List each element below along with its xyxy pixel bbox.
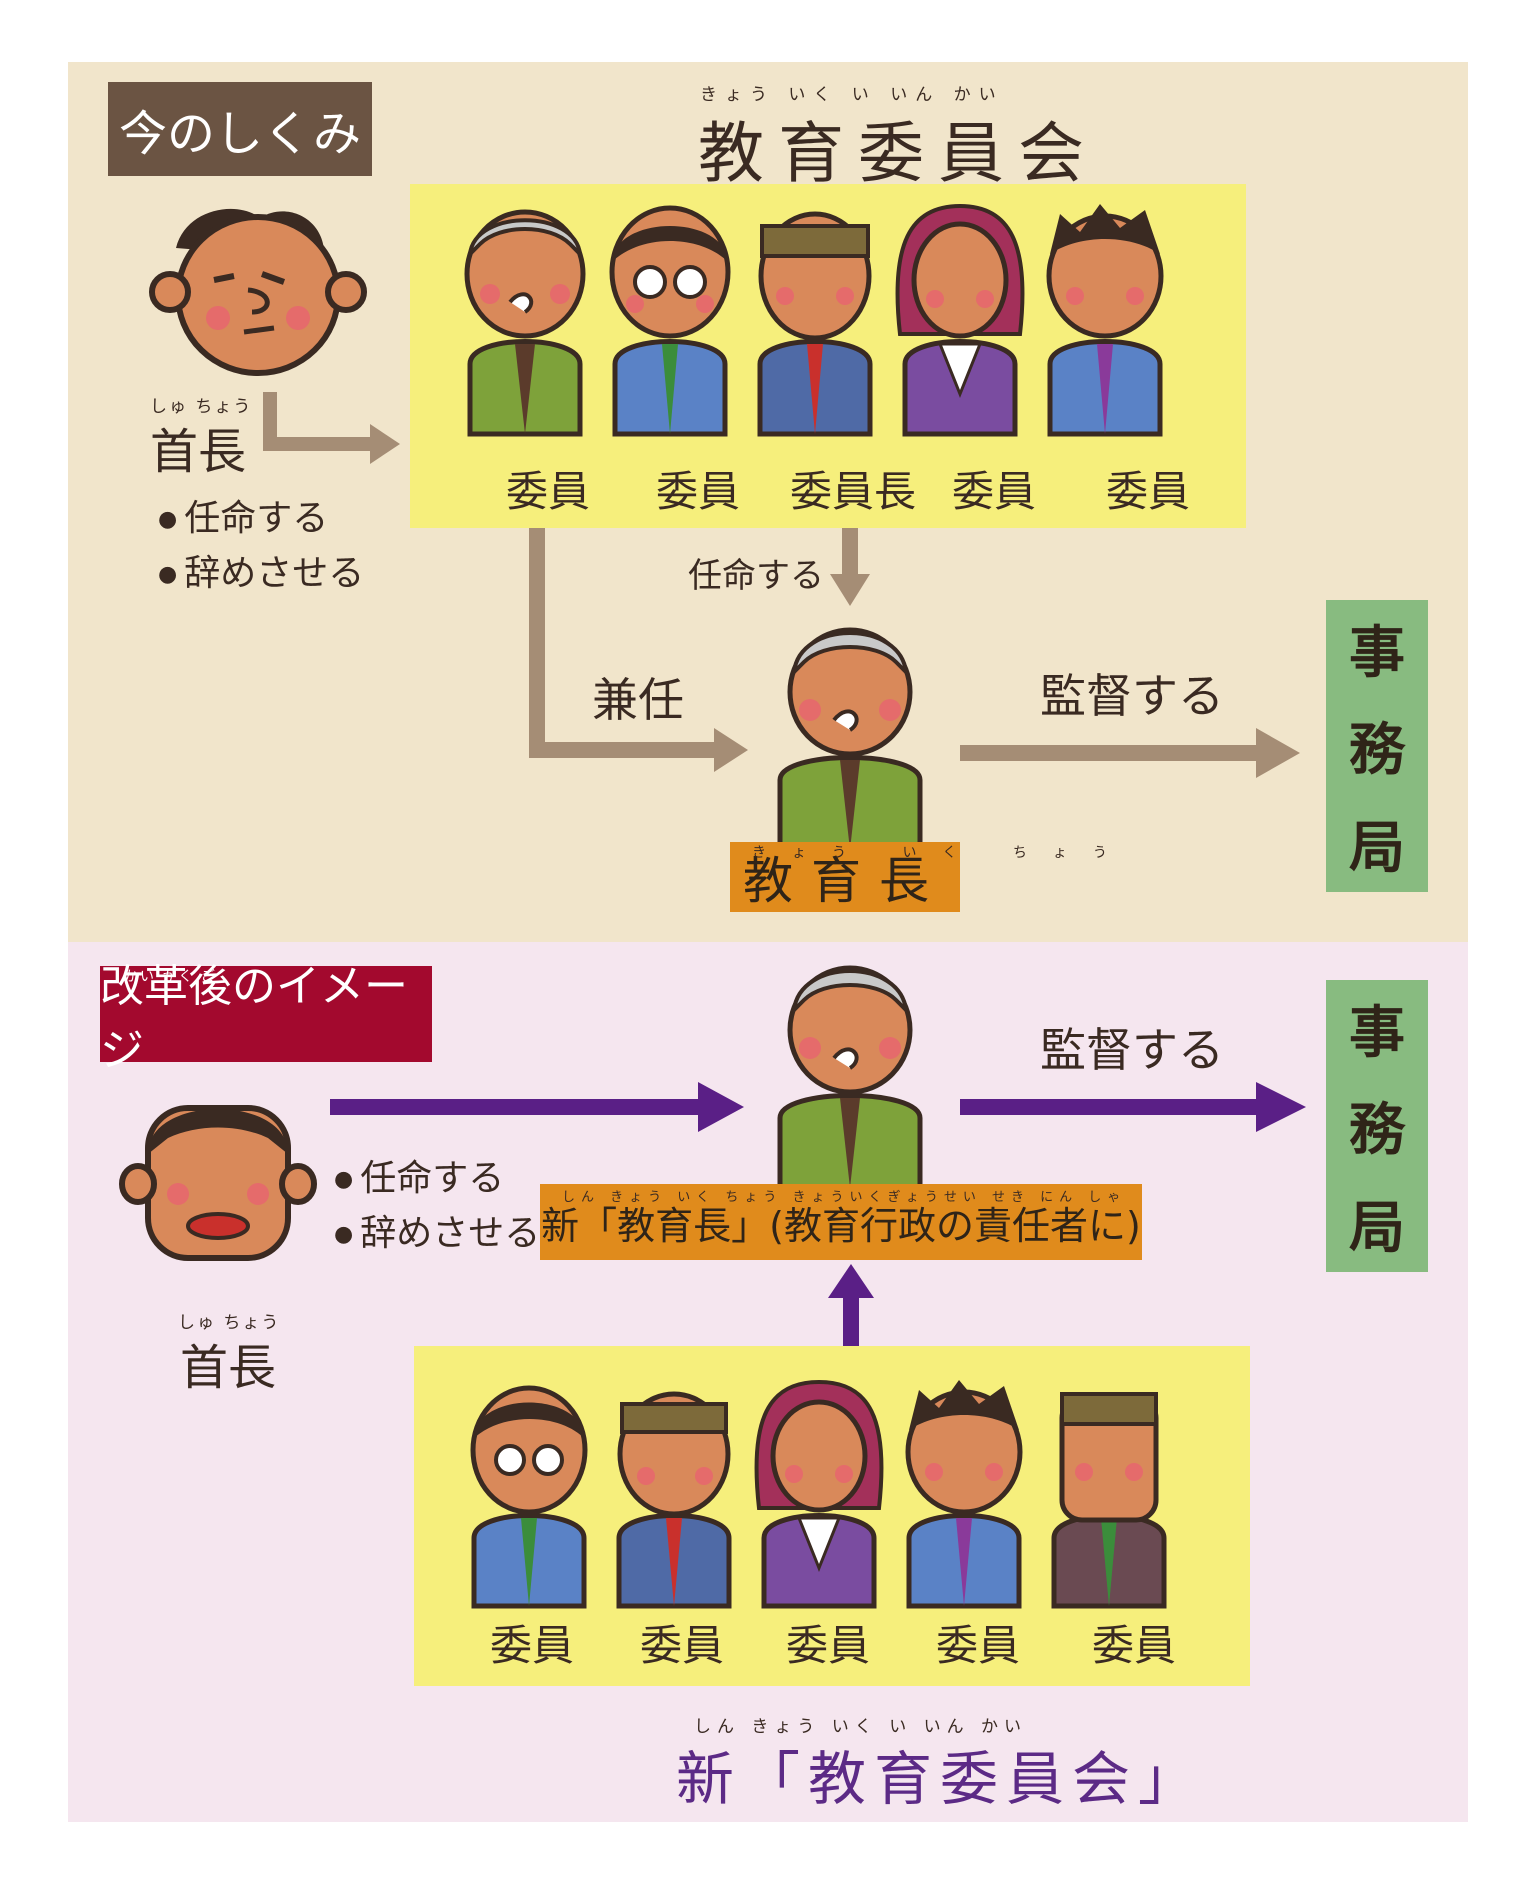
mayor-face-current bbox=[149, 208, 367, 376]
mayor-powers-current: 任命する 辞めさせる bbox=[158, 492, 364, 602]
new-superintendent-box: 新「教育長」(教育行政の責任者に) bbox=[540, 1184, 1142, 1260]
reform-tag-text: 改革後のイメージ bbox=[100, 961, 408, 1076]
new-superintendent-label: 新「教育長」(教育行政の責任者に) bbox=[541, 1203, 1141, 1248]
appoint-label: 任命する bbox=[688, 556, 824, 596]
board-title-ruby: きょう いく い いん かい bbox=[700, 85, 1004, 105]
office-char: 局 bbox=[1349, 1195, 1405, 1261]
member-figures-reform bbox=[470, 1379, 1167, 1609]
member-label: 委員 bbox=[1106, 467, 1191, 516]
reform-tag: 改革後のイメージ bbox=[100, 961, 432, 1076]
secretariat-box-reform: 事 務 局 bbox=[1326, 980, 1428, 1272]
mayor-label: 首長 bbox=[150, 424, 247, 480]
office-char: 務 bbox=[1349, 1098, 1405, 1164]
superintendent-label: 教育長 bbox=[743, 852, 947, 910]
mayor-face-reform bbox=[119, 1105, 317, 1261]
new-board-ruby: しん きょう いく い いん かい bbox=[694, 1717, 1028, 1737]
supervise-label-reform: 監督する bbox=[1040, 1023, 1224, 1077]
office-char: 局 bbox=[1349, 815, 1405, 881]
office-char: 務 bbox=[1349, 718, 1405, 784]
supervise-label-current: 監督する bbox=[1040, 669, 1224, 723]
member-label: 委員 bbox=[1092, 1621, 1177, 1670]
superintendent-figure-reform bbox=[777, 965, 923, 1191]
secretariat-box-current: 事 務 局 bbox=[1326, 600, 1428, 892]
mayor-powers-reform: 任命する 辞めさせる bbox=[334, 1152, 540, 1262]
new-superintendent-ruby: しん きょう いく ちょう きょういくぎょうせい せき にん しゃ bbox=[562, 1190, 1127, 1205]
new-board-title: 新「教育委員会」 bbox=[676, 1745, 1205, 1813]
arrow-mayor-to-board bbox=[263, 392, 400, 464]
power-item: 任命する bbox=[334, 1152, 540, 1207]
superintendent-ruby: きょう いく ちょう bbox=[752, 845, 1133, 861]
concurrent-label: 兼任 bbox=[592, 673, 684, 727]
arrow-supervise-reform bbox=[960, 1082, 1306, 1132]
member-label: 委員 bbox=[640, 1621, 725, 1670]
member-label: 委員 bbox=[786, 1621, 871, 1670]
member-label: 委員 bbox=[936, 1621, 1021, 1670]
mayor-label-reform: 首長 bbox=[180, 1340, 277, 1396]
mayor-ruby: しゅ ちょう bbox=[150, 397, 253, 417]
member-label: 委員 bbox=[952, 467, 1037, 516]
superintendent-box-current: 教育長 bbox=[730, 842, 960, 912]
arrow-supervise-current bbox=[960, 728, 1300, 778]
arrow-concurrent bbox=[529, 528, 748, 772]
office-char: 事 bbox=[1349, 1001, 1405, 1067]
member-label: 委員 bbox=[506, 467, 591, 516]
chair-label: 委員長 bbox=[790, 467, 917, 516]
member-figures-current bbox=[464, 203, 1164, 437]
arrow-mayor-to-superintendent bbox=[330, 1082, 744, 1132]
power-item: 辞めさせる bbox=[158, 547, 364, 602]
current-system-tag: 今のしくみ bbox=[108, 82, 372, 176]
office-char: 事 bbox=[1349, 621, 1405, 687]
member-label: 委員 bbox=[490, 1621, 575, 1670]
arrow-board-to-superintendent bbox=[828, 1264, 874, 1348]
superintendent-figure-current bbox=[777, 627, 923, 853]
power-item: 任命する bbox=[158, 492, 364, 547]
current-tag-text: 今のしくみ bbox=[119, 106, 361, 162]
mayor-ruby-reform: しゅ ちょう bbox=[178, 1313, 281, 1333]
reform-tag-ruby: かい かく ご bbox=[124, 969, 217, 985]
member-label: 委員 bbox=[656, 467, 741, 516]
arrow-appoint-superintendent bbox=[830, 528, 870, 606]
power-item: 辞めさせる bbox=[334, 1207, 540, 1262]
board-title: 教育委員会 bbox=[698, 115, 1098, 192]
